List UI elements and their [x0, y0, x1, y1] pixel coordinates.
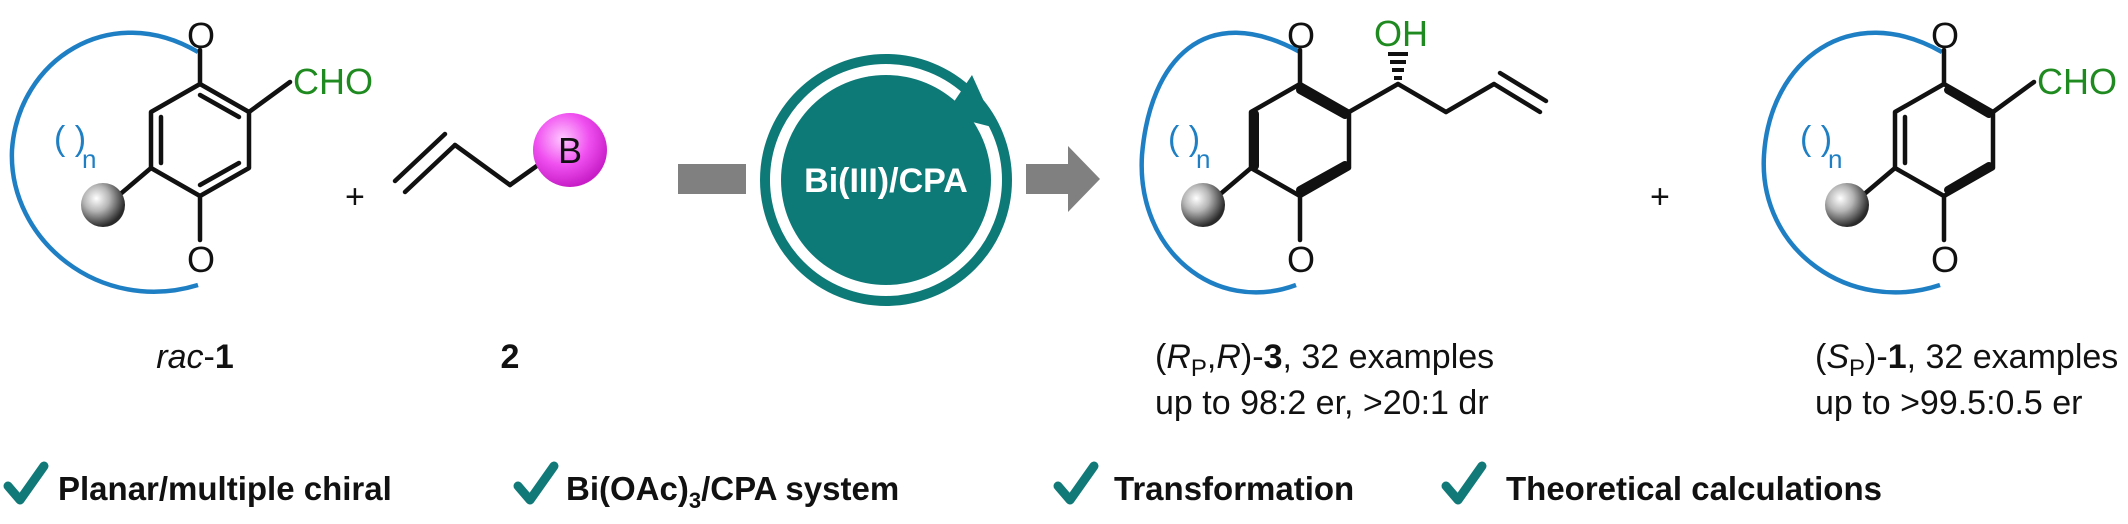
- label-product-3-line2: up to 98:2 er, >20:1 dr: [1155, 384, 1489, 422]
- oxygen-top: O: [187, 15, 215, 56]
- hashed-stereo-bond: [1388, 52, 1408, 80]
- boron-sphere: [533, 113, 607, 187]
- benzene-ring: [1892, 81, 1996, 199]
- catalyst-reaction-arrow: Bi(III)/CPA: [678, 54, 1100, 306]
- check-icon: [513, 461, 559, 505]
- plus-sign-2: +: [1650, 178, 1670, 216]
- label-product-3-line1: (RP,R)-3, 32 examples: [1155, 338, 1494, 382]
- feature-list: Planar/multiple chiral Bi(OAc)3/CPA syst…: [3, 461, 1882, 513]
- substituent-ball: [81, 183, 125, 227]
- aldehyde-group: CHO: [2037, 61, 2117, 102]
- label-sp-1-line1: (SP)-1, 32 examples: [1815, 338, 2118, 382]
- ring-paren: ( ): [1168, 120, 1200, 158]
- arrow-tail: [678, 164, 746, 194]
- oxygen-top: O: [1287, 15, 1315, 56]
- catalyst-disc: [781, 75, 991, 285]
- aldehyde-group: CHO: [293, 61, 373, 102]
- compound-sp-1: ( ) n O O CHO: [1761, 15, 2117, 295]
- feature-catalyst-system: Bi(OAc)3/CPA system: [513, 461, 899, 513]
- oxygen-bottom: O: [1931, 239, 1959, 280]
- check-icon: [1053, 461, 1099, 505]
- arrow-shaft: [1026, 164, 1068, 194]
- ring-paren: ( ): [54, 120, 86, 158]
- oxygen-bottom: O: [187, 239, 215, 280]
- ring-subscript-n: n: [1196, 144, 1210, 174]
- hydroxyl-group: OH: [1374, 13, 1428, 54]
- label-2: 2: [501, 338, 520, 376]
- svg-text:Planar/multiple chiral: Planar/multiple chiral: [58, 470, 392, 507]
- macrocycle-arc-product: [1139, 30, 1302, 295]
- arrow-head: [1068, 146, 1100, 212]
- svg-text:Theoretical calculations: Theoretical calculations: [1506, 470, 1882, 507]
- plus-sign-1: +: [345, 178, 365, 216]
- boron-atom: B: [558, 130, 582, 171]
- ring-subscript-n: n: [1828, 144, 1842, 174]
- macrocycle-arc-recovered: [1761, 30, 1944, 295]
- svg-text:Bi(OAc)3/CPA system: Bi(OAc)3/CPA system: [566, 470, 899, 513]
- catalytic-cycle-ring: [760, 54, 1012, 306]
- ring-paren: ( ): [1800, 120, 1832, 158]
- catalyst-label: Bi(III)/CPA: [804, 162, 968, 200]
- substituent-ball: [1181, 183, 1225, 227]
- benzene-ring: [1248, 81, 1352, 199]
- feature-theoretical-calculations: Theoretical calculations: [1441, 461, 1882, 507]
- label-rac-1: rac-1: [156, 338, 233, 376]
- compound-rac-1: ( ) n O O CHO: [9, 15, 373, 294]
- oxygen-top: O: [1931, 15, 1959, 56]
- feature-transformation: Transformation: [1053, 461, 1354, 507]
- check-icon: [3, 461, 49, 505]
- ring-subscript-n: n: [82, 144, 96, 174]
- compound-product-3: ( ) n O O OH: [1139, 13, 1549, 295]
- svg-text:Transformation: Transformation: [1114, 470, 1354, 507]
- feature-planar-chiral: Planar/multiple chiral: [3, 461, 392, 507]
- substituent-ball: [1825, 183, 1869, 227]
- benzene-ring: [148, 81, 252, 199]
- check-icon: [1441, 461, 1487, 505]
- label-sp-1-line2: up to >99.5:0.5 er: [1815, 384, 2082, 422]
- compound-2-allylboron: B: [392, 113, 607, 195]
- oxygen-bottom: O: [1287, 239, 1315, 280]
- macrocycle-arc: [9, 30, 200, 294]
